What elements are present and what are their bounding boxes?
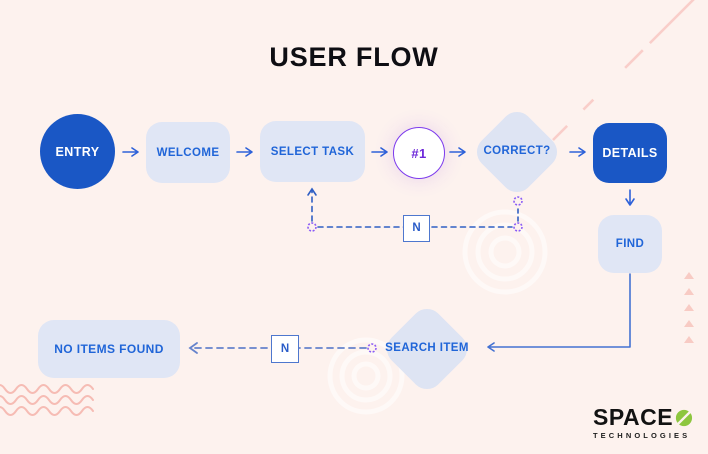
search-item-label: SEARCH ITEM	[385, 342, 469, 355]
diagonal-dashes-decoration	[552, 0, 695, 141]
arrow-welcome-to-select	[236, 147, 253, 157]
entry-label: ENTRY	[55, 144, 100, 159]
flow-node-step-one: #1	[393, 127, 445, 179]
connector-dot-correct-high	[513, 196, 523, 206]
rings-decoration	[327, 209, 548, 415]
logo-brand-text: SPACE	[593, 404, 674, 430]
flow-node-find: FIND	[598, 215, 662, 273]
connector-dot-correct-low	[513, 222, 523, 232]
spaceo-technologies-logo: SPACE TECHNOLOGIES	[593, 406, 693, 440]
branch-n-bottom-label: N	[280, 343, 290, 355]
branch-condition-n-bottom: N	[271, 335, 299, 363]
flow-arrows	[122, 147, 635, 206]
arrow-details-to-find	[625, 189, 635, 206]
arrow-entry-to-welcome	[122, 147, 139, 157]
no-items-found-label: NO ITEMS FOUND	[54, 342, 164, 356]
triangles-decoration	[684, 272, 694, 343]
details-label: DETAILS	[602, 146, 658, 160]
arrow-find-to-search	[487, 273, 631, 352]
flow-node-select-task: SELECT TASK	[260, 121, 365, 182]
dashed-branch-search-no-items	[188, 342, 367, 354]
arrow-correct-to-details	[569, 147, 586, 157]
arrow-select-to-step	[371, 147, 388, 157]
branch-condition-n-top: N	[403, 214, 430, 242]
connector-dot-select	[307, 222, 317, 232]
flow-node-welcome: WELCOME	[146, 122, 230, 183]
flow-node-no-items-found: NO ITEMS FOUND	[38, 320, 180, 378]
waves-decoration	[0, 384, 94, 416]
correct-label: CORRECT?	[483, 145, 551, 158]
flow-node-entry: ENTRY	[40, 114, 115, 189]
welcome-label: WELCOME	[156, 146, 220, 159]
branch-n-top-label: N	[412, 222, 421, 234]
step-one-label: #1	[411, 145, 427, 161]
select-task-label: SELECT TASK	[270, 145, 355, 158]
flow-node-details: DETAILS	[593, 123, 667, 183]
page-title: USER FLOW	[269, 42, 439, 72]
arrow-step-to-correct	[449, 147, 466, 157]
connector-dot-search	[367, 343, 377, 353]
find-label: FIND	[615, 238, 645, 250]
logo-slashed-o-icon	[675, 409, 693, 426]
logo-subtitle-text: TECHNOLOGIES	[593, 431, 691, 440]
